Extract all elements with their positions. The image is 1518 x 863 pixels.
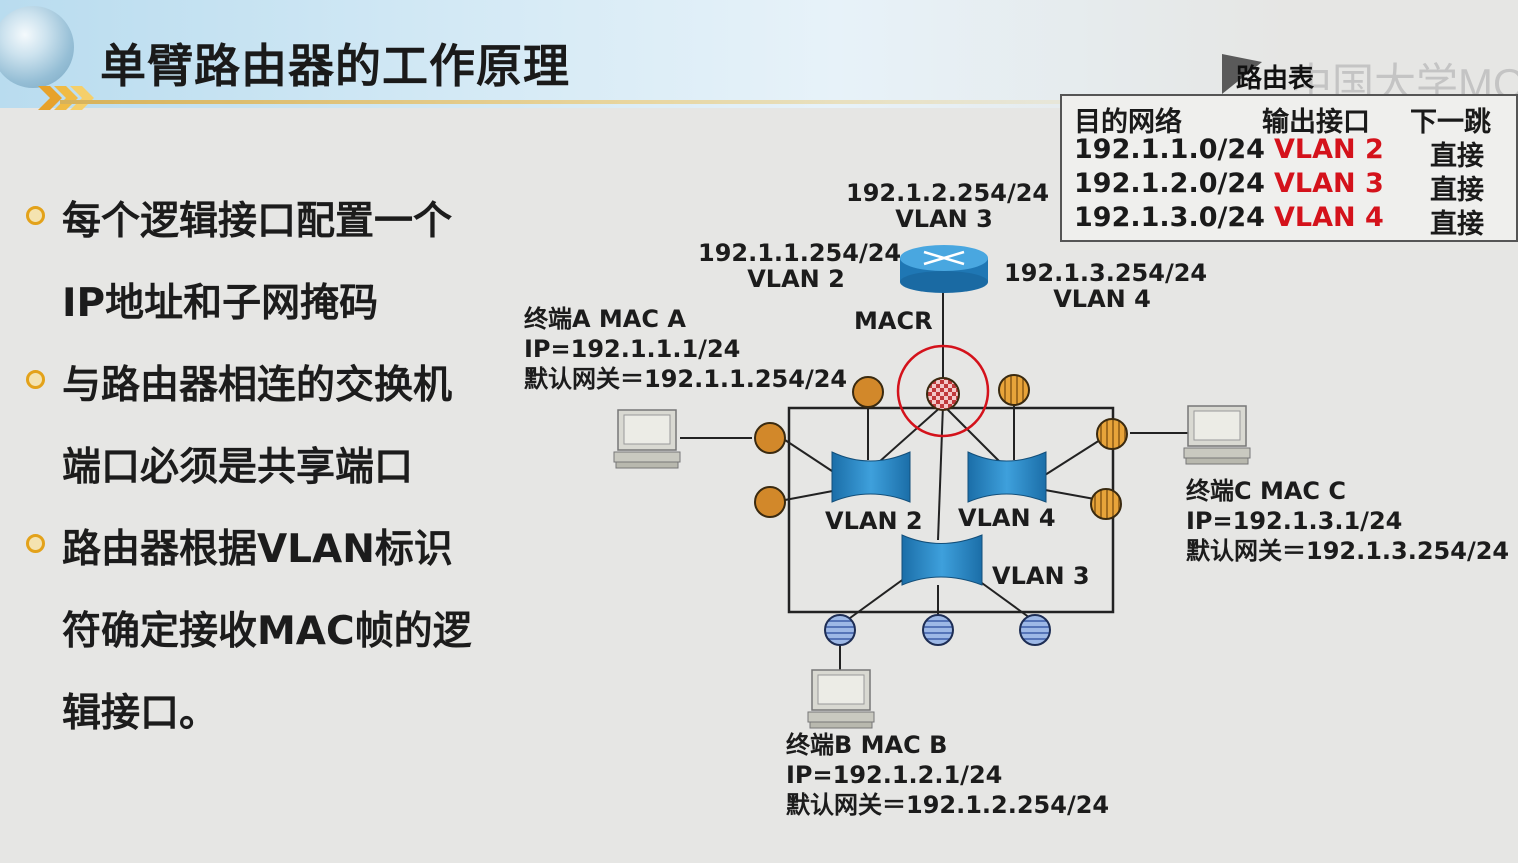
route-next-hop: 直接: [1430, 141, 1484, 172]
bullet-dot-icon: [26, 206, 45, 225]
bullet-dot-icon: [26, 370, 45, 389]
terminal-a-ip: IP=192.1.1.1/24: [524, 335, 741, 363]
routing-table-row: 192.1.1.0/24 VLAN 2 直接: [1062, 134, 1516, 172]
router-icon: [900, 245, 988, 293]
bullet-text: 辑接口。: [62, 691, 219, 736]
switch-vlan2-icon: [831, 451, 911, 503]
shared-port: [926, 377, 960, 411]
route-interface: VLAN 4: [1274, 202, 1384, 233]
port-vlan2: [852, 376, 884, 408]
title-underline: [60, 100, 1218, 104]
terminal-c-gateway: 默认网关＝192.1.3.254/24: [1186, 537, 1510, 565]
header-next-hop: 下一跳: [1410, 107, 1491, 138]
routing-table: 目的网络 输出接口 下一跳 192.1.1.0/24 VLAN 2 直接 192…: [1060, 94, 1518, 242]
router-if-vlan4-name: VLAN 4: [1053, 285, 1151, 313]
port-vlan3: [824, 614, 856, 646]
route-next-hop: 直接: [1430, 209, 1484, 240]
bullet-text: 与路由器相连的交换机: [62, 363, 453, 408]
terminal-b-name: 终端B MAC B: [786, 731, 948, 759]
bullet-text: 每个逻辑接口配置一个: [62, 199, 453, 244]
route-interface: VLAN 3: [1274, 168, 1384, 199]
terminal-c-name: 终端C MAC C: [1186, 477, 1347, 505]
switch-vlan4-label: VLAN 4: [958, 504, 1056, 532]
globe-logo-icon: [0, 6, 74, 88]
port-vlan2: [754, 486, 786, 518]
slide-title: 单臂路由器的工作原理: [100, 39, 570, 93]
bullet-text: 端口必须是共享端口: [62, 445, 414, 490]
bullet-text: 路由器根据VLAN标识: [62, 527, 453, 572]
bullet-text: IP地址和子网掩码: [62, 281, 379, 326]
switch-vlan4-icon: [967, 451, 1047, 503]
routing-table-label: 路由表: [1236, 64, 1315, 94]
header-interface: 输出接口: [1262, 107, 1370, 138]
port-vlan3: [1019, 614, 1051, 646]
route-network: 192.1.3.0/24: [1074, 202, 1265, 233]
chevrons-icon: [38, 86, 94, 110]
mooc-logo-icon: [1222, 54, 1262, 94]
router-if-vlan3-name: VLAN 3: [895, 205, 993, 233]
terminal-a-gateway: 默认网关＝192.1.1.254/24: [524, 365, 848, 393]
router-mac-label: MACR: [854, 307, 933, 335]
switch-vlan3-label: VLAN 3: [992, 562, 1090, 590]
router-if-vlan4-ip: 192.1.3.254/24: [1004, 259, 1208, 287]
shared-port-highlight: [896, 344, 990, 438]
terminal-c-computer-icon: [1183, 405, 1251, 465]
routing-table-header: 目的网络 输出接口 下一跳: [1062, 100, 1516, 138]
terminal-b-computer-icon: [807, 669, 875, 729]
terminal-a-computer-icon: [613, 409, 681, 469]
route-interface: VLAN 2: [1274, 134, 1384, 165]
terminal-b-ip: IP=192.1.2.1/24: [786, 761, 1003, 789]
routing-table-row: 192.1.3.0/24 VLAN 4 直接: [1062, 202, 1516, 240]
port-vlan2: [754, 422, 786, 454]
router-if-vlan3-ip: 192.1.2.254/24: [846, 179, 1050, 207]
router-if-vlan2-ip: 192.1.1.254/24: [698, 239, 902, 267]
route-network: 192.1.1.0/24: [1074, 134, 1265, 165]
route-network: 192.1.2.0/24: [1074, 168, 1265, 199]
vlan4-ports: [998, 374, 1128, 520]
port-vlan3: [922, 614, 954, 646]
vlan2-ports: [754, 376, 884, 518]
port-vlan4: [1090, 488, 1122, 520]
route-next-hop: 直接: [1430, 175, 1484, 206]
terminal-a-name: 终端A MAC A: [524, 305, 686, 333]
links: [680, 290, 1190, 675]
port-vlan4: [1096, 418, 1128, 450]
routing-table-row: 192.1.2.0/24 VLAN 3 直接: [1062, 168, 1516, 206]
switch-vlan2-label: VLAN 2: [825, 507, 923, 535]
title-bar: 单臂路由器的工作原理: [0, 0, 1518, 110]
switch-vlan3-icon: [901, 534, 983, 586]
header-destination: 目的网络: [1074, 107, 1182, 138]
terminal-b-gateway: 默认网关＝192.1.2.254/24: [786, 791, 1110, 819]
bullet-text: 符确定接收MAC帧的逻: [62, 609, 472, 654]
router-if-vlan2-name: VLAN 2: [747, 265, 845, 293]
bullet-dot-icon: [26, 534, 45, 553]
port-vlan4: [998, 374, 1030, 406]
vlan3-ports: [824, 614, 1051, 646]
terminal-c-ip: IP=192.1.3.1/24: [1186, 507, 1403, 535]
